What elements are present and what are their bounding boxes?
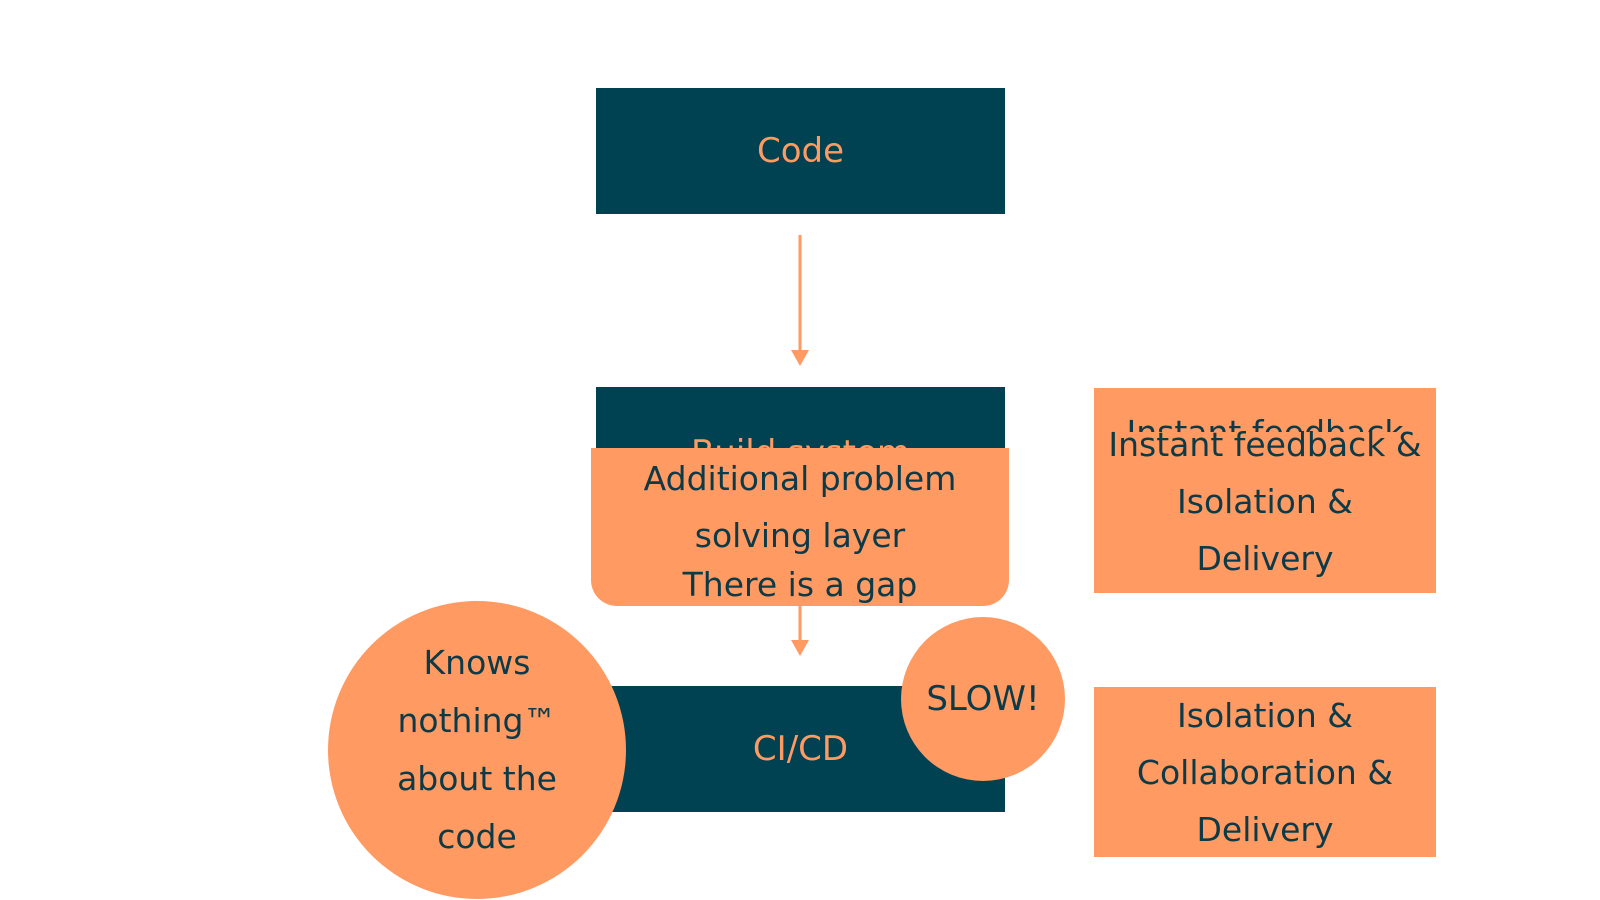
slow-text: SLOW!	[926, 679, 1040, 719]
code-node-label: Code	[756, 131, 845, 171]
arrowhead-build-to-cicd	[791, 640, 809, 656]
side-note-bottom-text: Isolation & Collaboration & Delivery	[1136, 695, 1394, 849]
gap-note-label: There is a gap	[682, 565, 918, 604]
gap-note-overlay-text: Additional problem solving layer	[643, 459, 957, 555]
side-note-top: Instant feedback Instant feedback & Isol…	[1094, 388, 1436, 593]
side-note-top-front-text: Instant feedback & Isolation & Delivery	[1108, 425, 1422, 578]
side-note-bottom: Isolation & Collaboration & Delivery	[1094, 687, 1436, 857]
arrowhead-code-to-build	[791, 350, 809, 366]
knows-nothing-text: Knows nothing™ about the code	[397, 643, 557, 856]
cicd-node-label: CI/CD	[752, 729, 849, 769]
slow-circle: SLOW!	[901, 617, 1065, 781]
code-node: Code	[596, 88, 1005, 214]
knows-nothing-circle: Knows nothing™ about the code	[328, 601, 626, 899]
gap-note: There is a gap Additional problem solvin…	[591, 448, 1009, 606]
